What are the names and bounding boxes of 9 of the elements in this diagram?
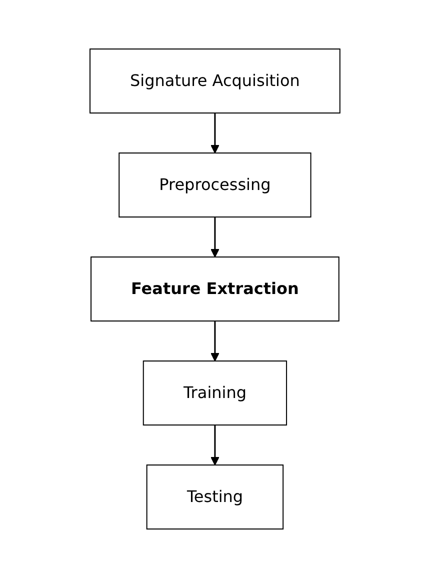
arrow (210, 424, 219, 465)
node-box: Signature Acquisition (89, 48, 340, 113)
node-box: Feature Extraction (90, 256, 339, 321)
node-box: Preprocessing (118, 152, 311, 217)
node-box: Testing (146, 464, 284, 529)
arrow (210, 216, 219, 257)
node-box: Training (142, 360, 287, 425)
arrow (210, 320, 219, 361)
arrow (210, 112, 219, 153)
